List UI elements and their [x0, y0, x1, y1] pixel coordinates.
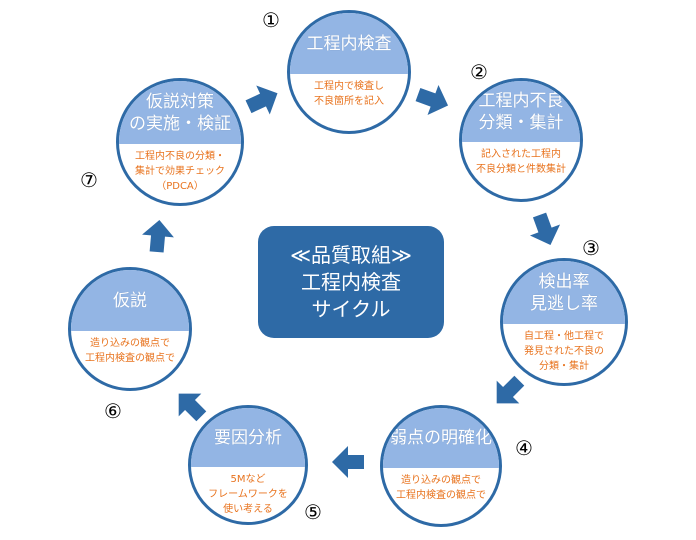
step-4-title: 弱点の明確化 — [390, 428, 492, 449]
step-5-number: ⑤ — [304, 500, 322, 524]
step-4-description: 造り込みの観点で 工程内検査の観点で — [396, 474, 486, 501]
step-1-description: 工程内で検査し 不良箇所を記入 — [314, 81, 384, 108]
step-7-title: 仮説対策 の実施・検証 — [129, 91, 231, 134]
arrow-1-to-2 — [415, 84, 449, 116]
cycle-center-label: ≪品質取組≫ 工程内検査 サイクル — [290, 242, 412, 321]
step-4-header: 弱点の明確化 — [383, 408, 499, 469]
step-6-header: 仮説 — [71, 270, 189, 332]
step-5-title: 要因分析 — [214, 427, 282, 448]
step-6-node: 仮説 造り込みの観点で 工程内検査の観点で — [68, 267, 192, 391]
step-3-node: 検出率 見逃し率 自工程・他工程で 発見された不良の 分類・集計 — [500, 258, 628, 386]
arrow-3-to-4 — [496, 375, 525, 404]
step-5-description: 5Mなど フレームワークを 使い考える — [208, 473, 288, 515]
step-2-header: 工程内不良 分類・集計 — [462, 81, 580, 143]
step-3-description: 自工程・他工程で 発見された不良の 分類・集計 — [524, 331, 604, 373]
step-4-node: 弱点の明確化 造り込みの観点で 工程内検査の観点で — [380, 405, 502, 527]
step-1-header: 工程内検査 — [290, 13, 408, 75]
arrow-6-to-7 — [142, 220, 174, 253]
step-5-node: 要因分析 5Mなど フレームワークを 使い考える — [188, 405, 308, 525]
step-4-number: ④ — [515, 436, 533, 460]
step-3-header: 検出率 見逃し率 — [503, 261, 625, 325]
arrow-4-to-5 — [332, 446, 364, 478]
step-2-description: 記入された工程内 不良分類と件数集計 — [476, 149, 566, 176]
step-2-number: ② — [470, 60, 488, 84]
step-5-header: 要因分析 — [191, 408, 305, 468]
step-6-description: 造り込みの観点で 工程内検査の観点で — [85, 338, 175, 365]
step-2-node: 工程内不良 分類・集計 記入された工程内 不良分類と件数集計 — [459, 78, 583, 202]
step-7-number: ⑦ — [80, 168, 98, 192]
step-3-number: ③ — [582, 236, 600, 260]
step-6-title: 仮説 — [113, 290, 147, 311]
step-7-header: 仮説対策 の実施・検証 — [119, 81, 241, 145]
step-7-description: 工程内不良の分類・ 集計で効果チェック （PDCA） — [135, 151, 225, 193]
step-6-number: ⑥ — [104, 399, 122, 423]
step-1-node: 工程内検査 工程内で検査し 不良箇所を記入 — [287, 10, 411, 134]
arrow-5-to-6 — [178, 393, 207, 422]
step-1-title: 工程内検査 — [306, 33, 392, 54]
step-7-node: 仮説対策 の実施・検証 工程内不良の分類・ 集計で効果チェック （PDCA） — [116, 78, 244, 206]
step-3-title: 検出率 見逃し率 — [530, 271, 598, 314]
step-1-number: ① — [262, 8, 280, 32]
arrow-7-to-1 — [245, 85, 278, 115]
step-2-title: 工程内不良 分類・集計 — [478, 90, 564, 133]
cycle-center-box: ≪品質取組≫ 工程内検査 サイクル — [258, 226, 444, 338]
arrow-2-to-3 — [529, 212, 561, 246]
